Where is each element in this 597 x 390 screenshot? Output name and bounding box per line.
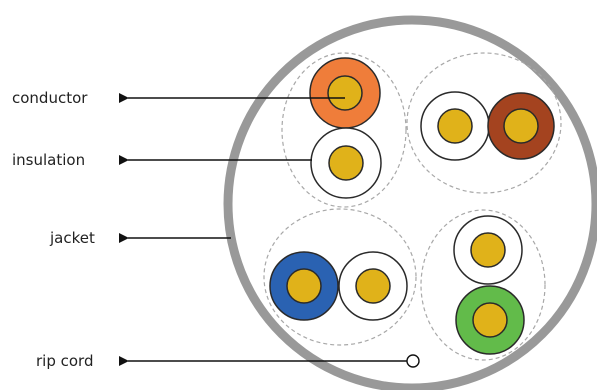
wire-white-blue <box>338 251 408 321</box>
wire-brown <box>487 92 555 160</box>
pair-group-green <box>420 209 546 361</box>
conductor-copper <box>355 268 391 304</box>
pair-group-brown <box>406 52 562 194</box>
wire-orange <box>309 57 381 129</box>
label-conductor: conductor <box>12 89 88 107</box>
label-insulation: insulation <box>12 151 85 169</box>
conductor-copper <box>286 268 322 304</box>
conductor-copper <box>503 108 539 144</box>
wire-green <box>455 285 525 355</box>
conductor-copper <box>327 75 363 111</box>
rip-cord <box>406 354 420 368</box>
conductor-copper <box>470 232 506 268</box>
conductor-copper <box>472 302 508 338</box>
wire-white-green <box>453 215 523 285</box>
pair-group-orange <box>281 52 407 208</box>
label-jacket: jacket <box>49 229 95 247</box>
wire-white-orange <box>310 127 382 199</box>
conductor-copper <box>328 145 364 181</box>
label-rip-cord: rip cord <box>36 352 93 370</box>
wire-blue <box>269 251 339 321</box>
conductor-copper <box>437 108 473 144</box>
pair-group-blue <box>263 208 417 346</box>
wire-white-brown <box>420 91 490 161</box>
